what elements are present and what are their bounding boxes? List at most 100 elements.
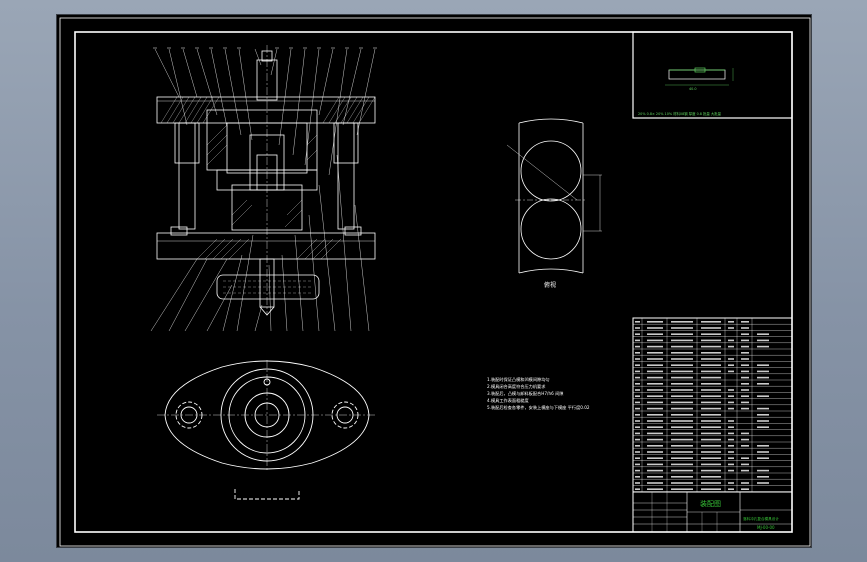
strip-layout	[507, 119, 602, 273]
title-block-drawing-number: MJ-00-00	[757, 525, 775, 530]
bom-cell-mark	[757, 457, 769, 459]
bom-cell-mark	[647, 383, 663, 385]
bom-cell-mark	[671, 371, 693, 373]
bom-cell-mark	[701, 383, 721, 385]
bom-cell-mark	[757, 364, 769, 366]
note-1: 1.装配时保证凸模和凹模间隙均匀	[487, 376, 550, 383]
bom-cell-mark	[757, 476, 769, 478]
bom-cell-mark	[728, 340, 734, 342]
bom-cell-mark	[701, 377, 721, 379]
bom-cell-mark	[671, 377, 693, 379]
bom-cell-mark	[741, 439, 749, 441]
bom-cell-mark	[741, 346, 749, 348]
bom-cell-mark	[741, 445, 749, 447]
bom-cell-mark	[757, 445, 769, 447]
bom-cell-mark	[647, 402, 663, 404]
bom-cell-mark	[635, 476, 640, 478]
bom-cell-mark	[728, 426, 734, 428]
bom-cell-mark	[728, 371, 734, 373]
bom-cell-mark	[701, 395, 721, 397]
bom-cell-mark	[701, 358, 721, 360]
bom-cell-mark	[741, 377, 749, 379]
cad-drawing-canvas: 俯视 40.0 20% 0.8× 20% 10% 材料08钢 厚度 0.8 批量…	[57, 15, 813, 549]
bom-cell-mark	[671, 327, 693, 329]
technical-notes: 1.装配时保证凸模和凹模间隙均匀 2.模具闭合高度符合压力机要求 3.装配后，凸…	[487, 376, 590, 411]
bom-cell-mark	[647, 451, 663, 453]
bom-cell-mark	[635, 488, 640, 490]
bom-cell-mark	[647, 395, 663, 397]
bom-cell-mark	[701, 470, 721, 472]
bom-cell-mark	[701, 340, 721, 342]
bom-cell-mark	[671, 408, 693, 410]
bom-cell-mark	[741, 488, 749, 490]
bom-cell-mark	[635, 358, 640, 360]
bom-cell-mark	[701, 488, 721, 490]
bom-cell-mark	[635, 364, 640, 366]
bom-cell-mark	[635, 420, 640, 422]
bom-cell-mark	[728, 464, 734, 466]
bom-cell-mark	[671, 321, 693, 323]
title-block-title: 装配图	[700, 499, 721, 508]
bom-cell-mark	[701, 420, 721, 422]
bom-cell-mark	[741, 321, 749, 323]
bom-cell-mark	[757, 426, 769, 428]
bom-cell-mark	[671, 482, 693, 484]
bom-cell-mark	[741, 333, 749, 335]
bom-cell-mark	[647, 457, 663, 459]
bom-cell-mark	[671, 445, 693, 447]
bom-cell-mark	[701, 482, 721, 484]
bom-cell-mark	[728, 488, 734, 490]
bom-cell-mark	[757, 377, 769, 379]
bom-cell-mark	[728, 420, 734, 422]
bom-cell-mark	[647, 358, 663, 360]
bom-cell-mark	[701, 476, 721, 478]
bom-cell-mark	[757, 346, 769, 348]
bom-cell-mark	[728, 358, 734, 360]
bom-cell-mark	[647, 470, 663, 472]
bom-cell-mark	[728, 321, 734, 323]
bom-cell-mark	[635, 346, 640, 348]
bom-cell-mark	[741, 364, 749, 366]
bom-cell-mark	[728, 457, 734, 459]
bom-cell-mark	[635, 383, 640, 385]
part-width-dim: 40.0	[689, 87, 697, 91]
bom-cell-mark	[635, 352, 640, 354]
bom-cell-mark	[728, 395, 734, 397]
bom-cell-mark	[635, 470, 640, 472]
bom-cell-mark	[701, 426, 721, 428]
bom-cell-mark	[635, 377, 640, 379]
bom-cell-mark	[701, 433, 721, 435]
bom-cell-mark	[757, 333, 769, 335]
bom-cell-mark	[635, 445, 640, 447]
bom-cell-mark	[647, 371, 663, 373]
bom-cell-mark	[741, 358, 749, 360]
bom-cell-mark	[647, 420, 663, 422]
bom-cell-mark	[741, 457, 749, 459]
bom-cell-mark	[647, 389, 663, 391]
bom-cell-mark	[671, 451, 693, 453]
bom-cell-mark	[757, 482, 769, 484]
bom-cell-mark	[741, 383, 749, 385]
bom-cell-mark	[647, 476, 663, 478]
bom-cell-mark	[728, 439, 734, 441]
bom-cell-mark	[635, 389, 640, 391]
bom-cell-mark	[635, 457, 640, 459]
bom-cell-mark	[635, 414, 640, 416]
bom-cell-mark	[635, 433, 640, 435]
bom-cell-mark	[671, 402, 693, 404]
bom-cell-mark	[671, 433, 693, 435]
bom-cell-mark	[671, 420, 693, 422]
bom-cell-mark	[647, 364, 663, 366]
bom-cell-mark	[671, 333, 693, 335]
bom-cell-mark	[647, 408, 663, 410]
bom-cell-mark	[741, 470, 749, 472]
bom-cell-mark	[671, 383, 693, 385]
bom-cell-mark	[757, 395, 769, 397]
bom-cell-mark	[671, 395, 693, 397]
bom-cell-mark	[701, 321, 721, 323]
bom-cell-mark	[757, 408, 769, 410]
bom-cell-mark	[671, 389, 693, 391]
bom-cell-mark	[728, 451, 734, 453]
bom-cell-mark	[647, 433, 663, 435]
bom-cell-mark	[701, 445, 721, 447]
